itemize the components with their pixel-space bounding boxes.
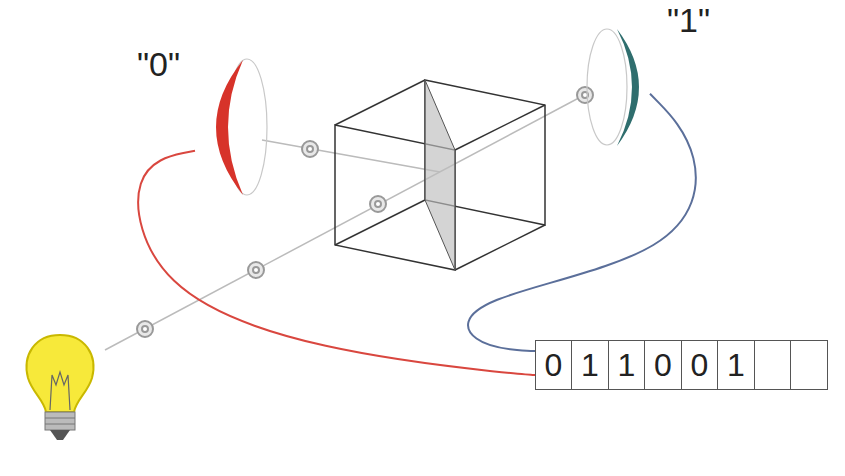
tape-cell: 0 xyxy=(535,340,573,390)
reflected-beam xyxy=(262,140,440,172)
dish-rim xyxy=(587,29,627,145)
dish-crescent xyxy=(216,60,243,195)
detector-label: "0" xyxy=(137,47,180,81)
tape-cell: 0 xyxy=(681,340,719,390)
beam-splitter-cube xyxy=(335,80,545,270)
tape-cell: 1 xyxy=(608,340,646,390)
beam-line xyxy=(105,92,590,350)
light-bulb xyxy=(27,335,94,440)
detector-label: "1" xyxy=(667,3,710,37)
dish-crescent xyxy=(617,29,639,146)
tape-cell: 0 xyxy=(644,340,682,390)
detector-dish xyxy=(195,55,270,200)
signal-wire xyxy=(138,151,536,375)
signal-wire xyxy=(468,94,696,351)
empty-tape-cell xyxy=(754,340,792,390)
photons xyxy=(137,87,593,337)
splitter-plane xyxy=(425,80,455,270)
detector-zero: "0" xyxy=(195,55,270,200)
empty-tape-cell xyxy=(790,340,828,390)
detector-one: "1" xyxy=(555,25,650,150)
bit-tape: 011001 xyxy=(536,340,828,390)
tape-cell: 1 xyxy=(571,340,609,390)
detector-dish xyxy=(555,25,650,150)
tape-cell: 1 xyxy=(717,340,755,390)
